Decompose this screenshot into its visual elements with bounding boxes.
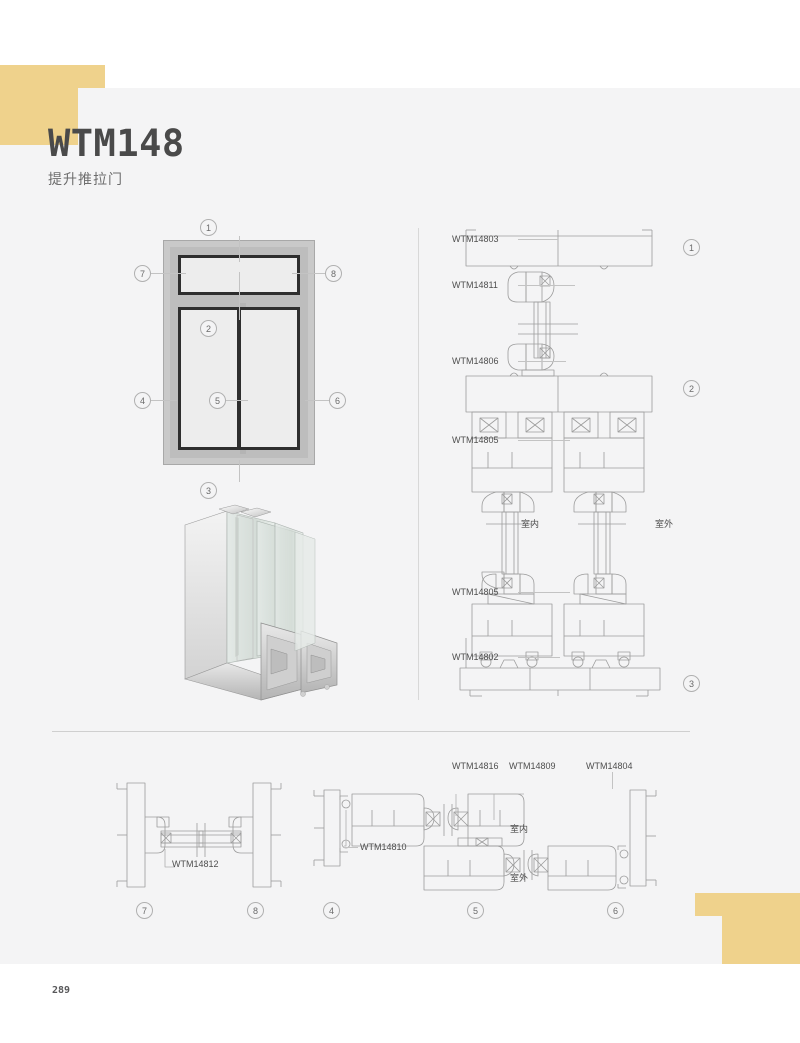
leader-line-4 [151,400,177,401]
profile-3d-cutaway [175,503,350,701]
horizontal-section-sashes [308,780,663,900]
title-block: WTM148 提升推拉门 [48,125,185,189]
label-leader-14806 [518,361,566,362]
elevation-callout-6[interactable]: 6 [329,392,346,409]
corner-decoration-top-left-leg [0,88,78,145]
section-label-wtm14811: WTM14811 [452,280,498,290]
section-label-wtm14803: WTM14803 [452,234,499,244]
label-leader-14804 [612,772,613,789]
section-label-wtm14809: WTM14809 [509,761,556,771]
orientation-label-outdoor-main: 室外 [655,519,674,529]
label-leader-14805-upper [518,440,570,441]
page-subtitle: 提升推拉门 [48,171,123,187]
leader-line-6 [305,400,329,401]
leader-line-5 [226,400,248,401]
orientation-label-indoor-main: 室内 [521,519,540,529]
section-label-wtm14816: WTM14816 [452,761,499,771]
vertical-section-drawing [430,228,692,700]
label-leader-14805-lower [518,592,570,593]
bottom-callout-4[interactable]: 4 [323,902,340,919]
label-leader-14802 [518,657,560,658]
page-number: 289 [52,985,71,996]
section-label-wtm14805-upper: WTM14805 [452,435,499,445]
elevation-outer-frame [163,240,315,465]
label-leader-14803 [518,239,558,240]
bottom-callout-8[interactable]: 8 [247,902,264,919]
horizontal-divider [52,731,690,732]
leader-line-1 [239,236,240,262]
section-label-wtm14802: WTM14802 [452,652,499,662]
label-leader-14810 [344,847,358,848]
section-label-wtm14804: WTM14804 [586,761,633,771]
leader-line-8 [292,273,325,274]
section-label-wtm14812: WTM14812 [172,859,219,869]
elevation-callout-8[interactable]: 8 [325,265,342,282]
elevation-callout-1[interactable]: 1 [200,219,217,236]
orientation-label-indoor-bottom: 室内 [510,824,529,834]
section-label-wtm14805-lower: WTM14805 [452,587,499,597]
leader-line-2 [239,272,240,320]
elevation-sash-right [238,307,300,450]
leader-line-3 [239,460,240,482]
bottom-callout-6[interactable]: 6 [607,902,624,919]
corner-decoration-bottom-right-leg [722,916,800,964]
leader-line-7 [151,273,186,274]
page-title: WTM148 [48,122,185,165]
bottom-callout-7[interactable]: 7 [136,902,153,919]
window-elevation-diagram [163,240,315,465]
section-callout-2[interactable]: 2 [683,380,700,397]
section-callout-3[interactable]: 3 [683,675,700,692]
corner-decoration-bottom-right [695,893,800,916]
corner-decoration-top-left [0,65,105,88]
elevation-callout-3[interactable]: 3 [200,482,217,499]
horizontal-section-jamb [105,775,300,900]
bottom-callout-5[interactable]: 5 [467,902,484,919]
orientation-label-outdoor-bottom: 室外 [510,873,529,883]
elevation-callout-4[interactable]: 4 [134,392,151,409]
section-callout-1[interactable]: 1 [683,239,700,256]
section-label-wtm14810: WTM14810 [360,842,407,852]
section-label-wtm14806: WTM14806 [452,356,499,366]
elevation-callout-7[interactable]: 7 [134,265,151,282]
vertical-divider [418,228,419,700]
content-panel [0,88,800,964]
elevation-callout-5[interactable]: 5 [209,392,226,409]
label-leader-14811 [518,285,575,286]
elevation-callout-2[interactable]: 2 [200,320,217,337]
